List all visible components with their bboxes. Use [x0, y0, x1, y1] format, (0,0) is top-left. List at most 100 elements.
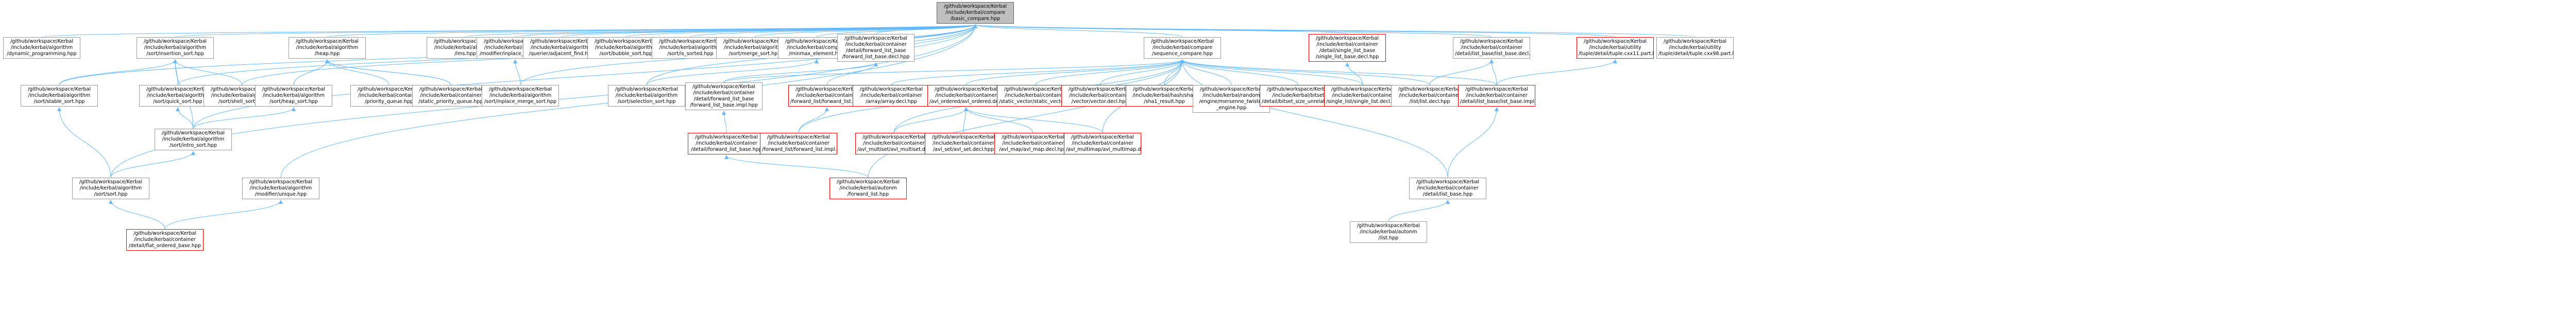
graph-node-lbd[interactable]: /github/workspace/Kerbal/include/kerbal/… — [1453, 37, 1530, 59]
graph-node-alist[interactable]: /github/workspace/Kerbal/include/kerbal/… — [1350, 221, 1427, 243]
node-label-line: /github/workspace/Kerbal — [161, 130, 225, 136]
graph-node-spq[interactable]: /github/workspace/Kerbal/include/kerbal/… — [412, 85, 489, 107]
edge-spq-to-heap — [325, 59, 451, 85]
graph-node-sld[interactable]: /github/workspace/Kerbal/include/kerbal/… — [1324, 85, 1401, 107]
node-label-line: /avl_multimap/avl_multimap.decl.hpp — [1066, 147, 1141, 152]
node-label-line: /include/kerbal/algorithm — [434, 45, 497, 50]
graph-node-dyn[interactable]: /github/workspace/Kerbal/include/kerbal/… — [3, 37, 80, 59]
graph-node-fwli[interactable]: /github/workspace/Kerbal/include/kerbal/… — [760, 133, 837, 154]
edge-listd-to-seqc — [1180, 59, 1430, 85]
graph-node-seqc[interactable]: /github/workspace/Kerbal/include/kerbal/… — [1144, 37, 1221, 59]
node-label-line: /include/kerbal/compare — [1152, 45, 1213, 50]
node-label-line: /github/workspace/Kerbal — [1663, 39, 1727, 44]
node-label-line: /include/kerbal/container — [935, 93, 997, 98]
node-label-line: /sha1_result.hpp — [1144, 99, 1185, 105]
graph-node-mt[interactable]: /github/workspace/Kerbal/include/kerbal/… — [1193, 85, 1270, 113]
node-label-line: /github/workspace/Kerbal — [694, 134, 758, 140]
graph-node-cxx98[interactable]: /github/workspace/Kerbal/include/kerbal/… — [1656, 37, 1734, 59]
node-label-line: /detail/forward_list_base — [693, 96, 754, 102]
graph-node-stable[interactable]: /github/workspace/Kerbal/include/kerbal/… — [21, 85, 98, 107]
node-label-line: /include/kerbal/container — [768, 141, 829, 146]
graph-node-sha1[interactable]: /github/workspace/Kerbal/include/kerbal/… — [1126, 85, 1203, 107]
node-label-line: /static_vector/static_vector.decl.hpp — [999, 99, 1074, 105]
node-label-line: /github/workspace/Kerbal — [836, 179, 900, 185]
graph-node-intro[interactable]: /github/workspace/Kerbal/include/kerbal/… — [155, 129, 232, 150]
node-label-line: /minmax_element.hpp — [789, 51, 844, 57]
edge-lbd-to-root — [973, 24, 1492, 38]
graph-node-dlb[interactable]: /github/workspace/Kerbal/include/kerbal/… — [1409, 178, 1486, 199]
graph-node-sel[interactable]: /github/workspace/Kerbal/include/kerbal/… — [608, 85, 685, 107]
node-label-line: /sort/quick_sort.hpp — [153, 99, 202, 105]
graph-node-lbi[interactable]: /github/workspace/Kerbal/include/kerbal/… — [1458, 85, 1535, 107]
node-label-line: /static_priority_queue.hpp — [418, 99, 483, 105]
node-label-line: /include/kerbal/container — [1002, 141, 1064, 146]
edge-avlmm-to-avlob — [964, 107, 1103, 133]
node-label-line: /lms.hpp — [454, 51, 476, 57]
graph-node-avlob[interactable]: /github/workspace/Kerbal/include/kerbal/… — [927, 85, 1005, 107]
node-label-line: /include/kerbal/algorithm — [146, 93, 209, 98]
graph-node-root[interactable]: /github/workspace/Kerbal/include/kerbal/… — [937, 2, 1014, 24]
node-label-line: /sort/bubble_sort.hpp — [599, 51, 653, 57]
node-label-line: /github/workspace/Kerbal — [1583, 39, 1647, 44]
edge-flat-to-sort — [109, 200, 165, 230]
edge-intro-to-quick — [176, 107, 194, 129]
node-label-line: /include/kerbal/algorithm — [489, 93, 552, 98]
node-label-line: /include/kerbal/container — [1461, 45, 1522, 50]
edge-seqc-to-root — [973, 24, 1183, 38]
node-label-line: /include/kerbal/hash/sha1 — [1132, 93, 1196, 98]
graph-node-fwlbd[interactable]: /github/workspace/Kerbal/include/kerbal/… — [837, 34, 914, 62]
node-label-line: /github/workspace/Kerbal — [488, 86, 552, 92]
graph-node-avlset[interactable]: /github/workspace/Kerbal/include/kerbal/… — [925, 133, 1002, 154]
graph-node-inpms[interactable]: /github/workspace/Kerbal/include/kerbal/… — [482, 85, 559, 107]
graph-node-flat[interactable]: /github/workspace/Kerbal/include/kerbal/… — [126, 229, 204, 251]
node-label-line: /github/workspace/Kerbal — [1068, 86, 1132, 92]
graph-node-avlmul[interactable]: /github/workspace/Kerbal/include/kerbal/… — [855, 133, 933, 154]
node-label-line: /vector/vector.decl.hpp — [1071, 99, 1129, 105]
node-label-line: /github/workspace/Kerbal — [146, 86, 210, 92]
graph-node-slbd[interactable]: /github/workspace/Kerbal/include/kerbal/… — [1309, 34, 1386, 62]
graph-node-avlmap[interactable]: /github/workspace/Kerbal/include/kerbal/… — [994, 133, 1072, 154]
graph-node-fwlbi[interactable]: /github/workspace/Kerbal/include/kerbal/… — [685, 82, 762, 110]
node-label-line: /include/kerbal/algorithm — [79, 185, 142, 191]
edge-dlb-to-seqc — [1180, 59, 1448, 178]
node-label-line: /github/workspace/Kerbal — [859, 86, 923, 92]
graph-node-sort[interactable]: /github/workspace/Kerbal/include/kerbal/… — [72, 178, 149, 199]
graph-node-avlmm[interactable]: /github/workspace/Kerbal/include/kerbal/… — [1064, 133, 1141, 154]
graph-node-listd[interactable]: /github/workspace/Kerbal/include/kerbal/… — [1391, 85, 1468, 107]
node-label-line: /include/kerbal/container — [420, 93, 482, 98]
edge-sld-to-seqc — [1180, 59, 1363, 85]
graph-node-uniq[interactable]: /github/workspace/Kerbal/include/kerbal/… — [242, 178, 319, 199]
node-label-line: /single_list_base.decl.hpp — [1315, 54, 1379, 60]
node-label-line: /single_list/single_list.decl.hpp — [1326, 99, 1401, 105]
node-label-line: /detail/list_base/list_base.decl.hpp — [1455, 51, 1530, 57]
node-label-line: /github/workspace/Kerbal — [862, 134, 926, 140]
node-label-line: /modifier/unique.hpp — [255, 192, 307, 197]
edge-issorted-to-root — [690, 24, 977, 38]
graph-node-cxx11[interactable]: /github/workspace/Kerbal/include/kerbal/… — [1577, 37, 1654, 59]
node-label-line: /github/workspace/Kerbal — [934, 86, 998, 92]
graph-node-heapsort[interactable]: /github/workspace/Kerbal/include/kerbal/… — [255, 85, 332, 107]
node-label-line: /include/kerbal/algorithm — [249, 185, 312, 191]
node-label-line: /avl_map/avl_map.decl.hpp — [999, 147, 1067, 152]
edge-fwlbd-to-root — [875, 24, 977, 34]
graph-node-ins[interactable]: /github/workspace/Kerbal/include/kerbal/… — [137, 37, 214, 59]
graph-node-arrd[interactable]: /github/workspace/Kerbal/include/kerbal/… — [853, 85, 930, 107]
node-label-line: /github/workspace/Kerbal — [133, 231, 197, 236]
node-label-line: /include/kerbal/container — [860, 93, 922, 98]
node-label-line: /github/workspace/Kerbal — [1266, 86, 1330, 92]
node-label-line: /include/kerbal/container — [933, 141, 994, 146]
edge-alist-to-dlb — [1388, 200, 1450, 222]
node-label-line: /include/kerbal/algorithm — [615, 93, 678, 98]
node-label-line: /include/kerbal/algorithm — [296, 45, 359, 50]
node-label-line: /github/workspace/Kerbal — [1132, 86, 1196, 92]
node-label-line: /sort/stable_sort.hpp — [33, 99, 85, 105]
graph-node-fwl[interactable]: /github/workspace/Kerbal/include/kerbal/… — [829, 178, 907, 199]
graph-node-heap[interactable]: /github/workspace/Kerbal/include/kerbal/… — [289, 37, 366, 59]
node-label-line: /github/workspace/Kerbal — [723, 39, 787, 44]
node-label-line: /include/kerbal/algorithm — [530, 45, 593, 50]
node-label-line: /include/kerbal/algorithm — [28, 93, 91, 98]
node-label-line: /github/workspace/Kerbal — [357, 86, 421, 92]
graph-node-fwlb[interactable]: /github/workspace/Kerbal/include/kerbal/… — [688, 133, 765, 154]
node-label-line: /include/kerbal/container — [1316, 42, 1378, 47]
